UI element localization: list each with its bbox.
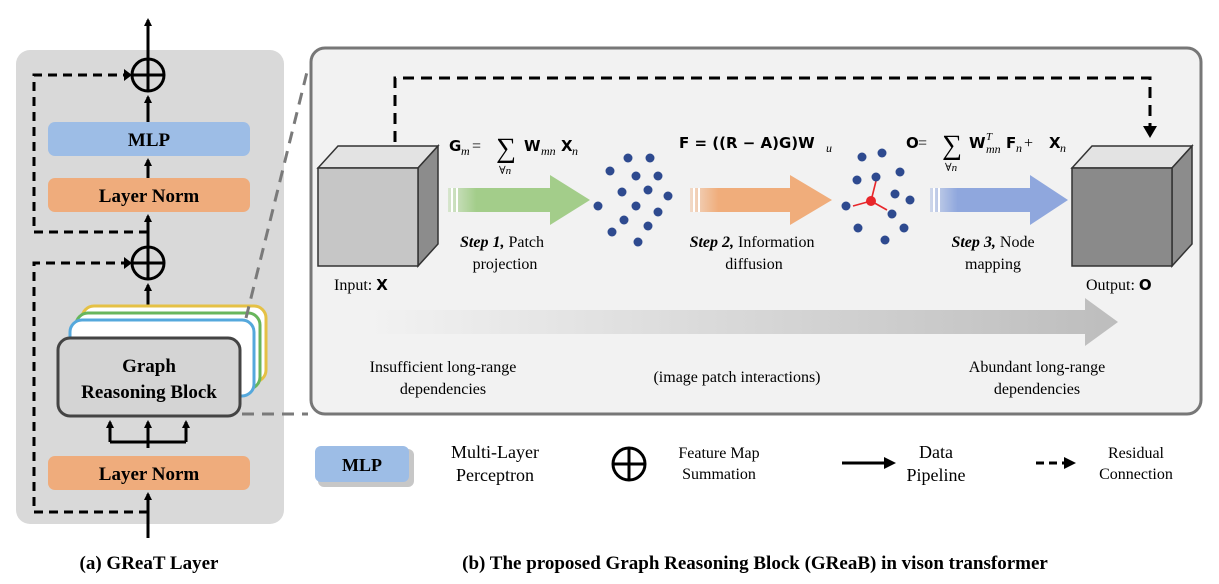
legend-sum-desc-line1: Feature Map: [678, 445, 759, 462]
input-cube-icon: [316, 144, 440, 268]
caption-b: (b) The proposed Graph Reasoning Block (…: [462, 553, 1048, 574]
step2-label-line2: diffusion: [725, 256, 782, 273]
svg-text:MLP: MLP: [342, 455, 382, 475]
svg-text:F: F: [1006, 134, 1016, 152]
step1-arrow: [448, 175, 590, 225]
interactions-label: (image patch interactions): [653, 369, 820, 386]
output-label: Output: O: [1086, 276, 1152, 294]
center-node: [866, 196, 876, 206]
svg-text:X: X: [561, 137, 573, 155]
output-cube-icon: [1070, 144, 1194, 268]
svg-text:n: n: [572, 144, 578, 158]
step3-label: Step 3, Node: [951, 234, 1034, 251]
legend-residual-line1: Residual: [1108, 445, 1165, 462]
svg-text:+: +: [1024, 135, 1033, 152]
svg-text:n: n: [1016, 141, 1022, 155]
svg-text:G: G: [449, 137, 461, 155]
caption-a: (a) GReaT Layer: [80, 553, 220, 574]
abundant-label-line2: dependencies: [994, 381, 1080, 398]
svg-text:=: =: [918, 135, 927, 152]
graph-reasoning-block-stack: Graph Reasoning Block: [56, 304, 268, 418]
summation-icon-top: [130, 57, 166, 93]
skip-connection-dashed: [393, 76, 1157, 142]
node-cluster-diffusion: [841, 148, 915, 245]
legend-data-line2: Pipeline: [907, 465, 966, 485]
svg-text:u: u: [826, 141, 832, 155]
step-arrow-stripes: [451, 188, 940, 212]
graph-reasoning-block: [56, 336, 242, 418]
layer-norm-top-block: Layer Norm: [48, 178, 250, 212]
mlp-block: MLP: [48, 122, 250, 156]
abundant-label-line1: Abundant long-range: [969, 359, 1105, 376]
step1-label-line2: projection: [473, 256, 538, 273]
svg-text:m: m: [461, 144, 470, 158]
layer-norm-top-label: Layer Norm: [99, 186, 200, 207]
svg-text:∀n: ∀n: [945, 162, 958, 174]
long-range-gradient-arrow: [368, 298, 1118, 346]
insufficient-label-line1: Insufficient long-range: [370, 359, 517, 376]
insufficient-label-line2: dependencies: [400, 381, 486, 398]
step2-arrow: [690, 175, 832, 225]
svg-text:∀n: ∀n: [499, 165, 512, 177]
formula-information-diffusion: F = ((R − A)G)W u: [679, 134, 832, 155]
svg-text:W: W: [969, 134, 986, 152]
node-cluster-patches: [593, 153, 673, 247]
step2-label: Step 2, Information: [690, 234, 815, 251]
layer-norm-bottom-block: Layer Norm: [48, 456, 250, 490]
legend-sum-desc-line2: Summation: [682, 466, 756, 483]
grb-label-line2: Reasoning Block: [81, 382, 217, 403]
legend: MLP Multi-Layer Perceptron Feature Map S…: [315, 442, 1173, 487]
great-layer-background: [16, 50, 284, 524]
legend-mlp-swatch: MLP: [315, 446, 414, 487]
legend-mlp-desc-line1: Multi-Layer: [451, 442, 539, 462]
residual-connection-bottom: [32, 257, 148, 514]
legend-residual-arrow: [1036, 457, 1076, 469]
grb-label-line1: Graph: [122, 356, 176, 377]
legend-data-pipeline-arrow: [842, 457, 896, 469]
great-layer-panel: MLP Layer Norm Graph Reasoning Block: [16, 18, 284, 574]
svg-text:T: T: [986, 131, 993, 143]
legend-data-line1: Data: [919, 442, 953, 462]
legend-summation-icon: [611, 446, 647, 482]
step3-arrow: [930, 175, 1068, 225]
legend-mlp-desc-line2: Perceptron: [456, 465, 534, 485]
step1-label: Step 1, Patch: [460, 234, 544, 251]
svg-text:F = ((R − A)G)W: F = ((R − A)G)W: [679, 134, 815, 152]
svg-text:mn: mn: [986, 142, 1001, 156]
input-label: Input: X: [334, 276, 388, 294]
residual-connection-top: [32, 69, 148, 234]
svg-text:∑: ∑: [496, 133, 516, 164]
svg-text:n: n: [1060, 141, 1066, 155]
mlp-label: MLP: [128, 130, 171, 151]
formula-patch-projection: G m = ∑ ∀n W mn X n: [449, 133, 578, 177]
greab-panel: Input: X Output: O G m = ∑ ∀n W mn X n F: [309, 46, 1203, 416]
step3-label-line2: mapping: [965, 256, 1021, 273]
layer-norm-bottom-label: Layer Norm: [99, 464, 200, 485]
legend-residual-line2: Connection: [1099, 466, 1173, 483]
svg-text:=: =: [472, 138, 481, 155]
svg-text:mn: mn: [541, 144, 556, 158]
summation-icon-middle: [130, 245, 166, 281]
svg-text:∑: ∑: [942, 130, 962, 161]
svg-text:W: W: [524, 137, 541, 155]
svg-text:X: X: [1049, 134, 1061, 152]
formula-node-mapping: O = ∑ ∀n W T mn F n + X n: [906, 130, 1066, 174]
zoom-connector-top: [244, 67, 310, 319]
svg-text:O: O: [906, 134, 919, 152]
triple-input-arrows: [106, 420, 190, 448]
